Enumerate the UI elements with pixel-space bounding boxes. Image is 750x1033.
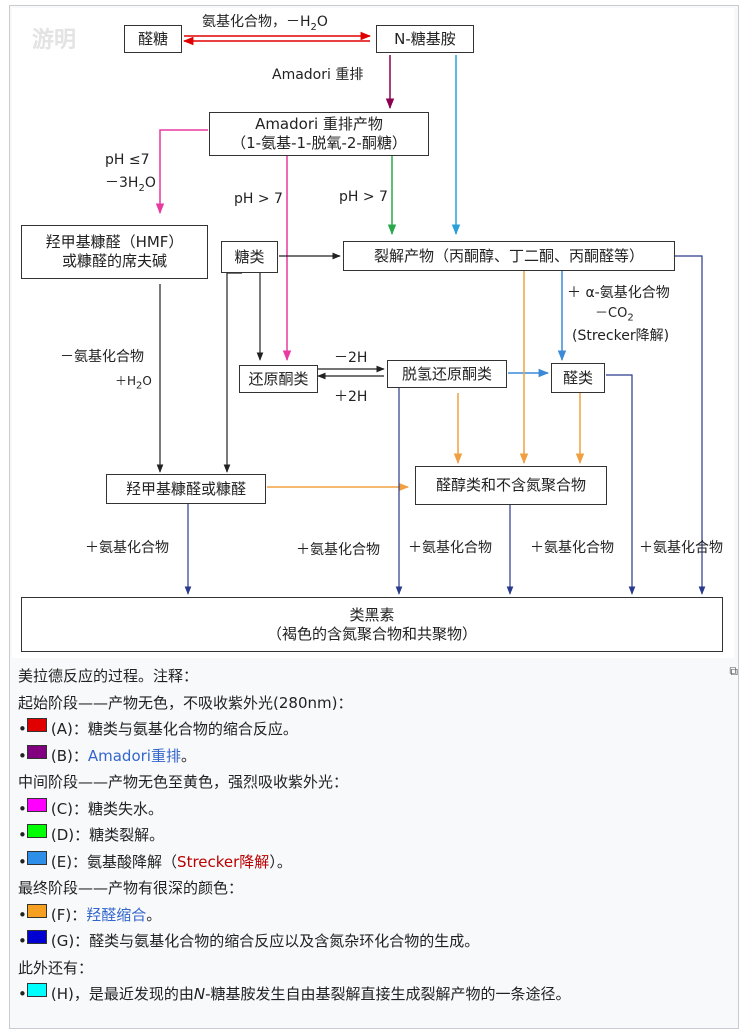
node-sugars: 糖类 xyxy=(221,241,278,273)
label-minus-3h2o: －3H2O xyxy=(105,175,156,194)
label-plus-amino-5: ＋氨基化合物 xyxy=(639,540,723,556)
maillard-diagram: 游明 醛糖 N-糖基胺 Amadori 重排产物 （1-氨基-1-脱氧-2-酮糖… xyxy=(12,8,734,658)
swatch-D xyxy=(26,824,47,838)
node-aldols: 醛醇类和不含氮聚合物 xyxy=(415,466,607,505)
node-aldose: 醛糖 xyxy=(124,25,182,53)
link-amadori[interactable]: Amadori重排 xyxy=(87,746,181,765)
enlarge-icon[interactable]: ⧉ xyxy=(729,664,738,678)
caption-item-H: •(H)，是最近发现的由N-糖基胺发生自由基裂解直接生成裂解产物的一条途径。 xyxy=(18,983,571,1003)
label-strecker: (Strecker降解) xyxy=(572,328,670,344)
node-amadori-product-line2: （1-氨基-1-脱氧-2-酮糖） xyxy=(231,134,407,152)
label-amadori-rearrangement: Amadori 重排 xyxy=(272,67,364,83)
node-hmf-furfural: 羟甲基糠醛或糠醛 xyxy=(106,474,266,504)
caption-stage-2: 中间阶段——产物无色至黄色，强烈吸收紫外光： xyxy=(18,773,349,791)
link-strecker[interactable]: Strecker降解 xyxy=(177,852,270,871)
label-minus-co2: －CO2 xyxy=(595,306,634,324)
swatch-F xyxy=(26,903,47,918)
caption-item-G: •(G)：醛类与氨基化合物的缩合反应以及含氮杂环化合物的生成。 xyxy=(18,930,480,950)
node-fission-products: 裂解产物（丙酮醇、丁二酮、丙酮醛等） xyxy=(343,241,675,271)
caption-item-F: •(F)：羟醛缩合。 xyxy=(18,903,162,924)
caption-item-B: •(B)：Amadori重排。 xyxy=(18,744,196,765)
caption-intro: 美拉德反应的过程。注释： xyxy=(18,667,199,685)
arrow-G-4 xyxy=(606,374,636,595)
arrow-layer xyxy=(155,31,706,595)
label-amino-top: 氨基化合物，－H2O xyxy=(202,14,328,33)
swatch-C xyxy=(26,797,47,812)
node-aldehydes: 醛类 xyxy=(551,363,605,393)
node-hmf-line1: 羟甲基糠醛（HMF） xyxy=(45,233,184,251)
caption-stage-4: 此外还有： xyxy=(18,958,94,977)
node-dehydroreductones: 脱氢还原酮类 xyxy=(387,360,507,388)
figure-caption: 美拉德反应的过程。注释： 起始阶段——产物无色，不吸收紫外光(280nm)： •… xyxy=(18,663,730,1008)
caption-item-E: •(E)：氨基酸降解（Strecker降解）。 xyxy=(18,850,292,871)
swatch-H xyxy=(26,983,47,997)
label-ph-gt7-b: pH > 7 xyxy=(339,189,388,205)
label-plus-amino-1: ＋氨基化合物 xyxy=(85,540,169,556)
caption-item-C: •(C)：糖类失水。 xyxy=(18,797,164,818)
label-plus-amino-3: ＋氨基化合物 xyxy=(408,540,492,556)
node-melanoidins-line1: 类黑素 xyxy=(349,605,395,624)
node-reductones: 还原酮类 xyxy=(239,365,318,393)
caption-stage-3: 最终阶段——产物有很深的颜色： xyxy=(18,879,244,897)
arrow-sugars-furfural xyxy=(223,272,242,473)
node-glycosylamine: N-糖基胺 xyxy=(376,25,474,53)
node-hmf-schiff: 羟甲基糠醛（HMF） 或糠醛的席夫碱 xyxy=(21,225,208,279)
caption-item-A: •(A)：糖类与氨基化合物的缩合反应。 xyxy=(18,718,298,738)
link-aldol[interactable]: 羟醛缩合 xyxy=(86,905,147,924)
label-plus-amino-2: ＋氨基化合物 xyxy=(296,542,380,558)
swatch-B xyxy=(26,744,47,759)
arrow-C-1 xyxy=(155,129,208,215)
node-melanoidins-line2: （褐色的含氮聚合物和共聚物） xyxy=(266,624,477,643)
label-ph-le7: pH ≤7 xyxy=(105,152,150,168)
node-melanoidins: 类黑素 （褐色的含氮聚合物和共聚物） xyxy=(21,597,723,652)
watermark: 游明 xyxy=(32,28,77,53)
arrow-G-5 xyxy=(675,255,706,595)
node-amadori-product: Amadori 重排产物 （1-氨基-1-脱氧-2-酮糖） xyxy=(209,112,429,156)
label-ph-gt7-a: pH > 7 xyxy=(234,191,283,207)
swatch-E xyxy=(26,850,47,865)
label-plus-amino-4: ＋氨基化合物 xyxy=(530,540,614,556)
label-plus-2h: ＋2H xyxy=(334,389,368,405)
label-minus-2h: －2H xyxy=(334,350,368,366)
node-amadori-product-line1: Amadori 重排产物 xyxy=(255,115,383,133)
node-hmf-line2: 或糠醛的席夫碱 xyxy=(61,252,167,270)
swatch-A xyxy=(26,718,47,732)
caption-item-D: •(D)：糖类裂解。 xyxy=(18,824,165,844)
label-plus-h2o: ＋H2O xyxy=(115,374,152,392)
label-alpha-amino: ＋ α-氨基化合物 xyxy=(567,285,670,301)
swatch-G xyxy=(26,930,47,944)
caption-stage-1: 起始阶段——产物无色，不吸收紫外光(280nm)： xyxy=(18,693,353,712)
label-minus-amino: －氨基化合物 xyxy=(60,349,144,365)
